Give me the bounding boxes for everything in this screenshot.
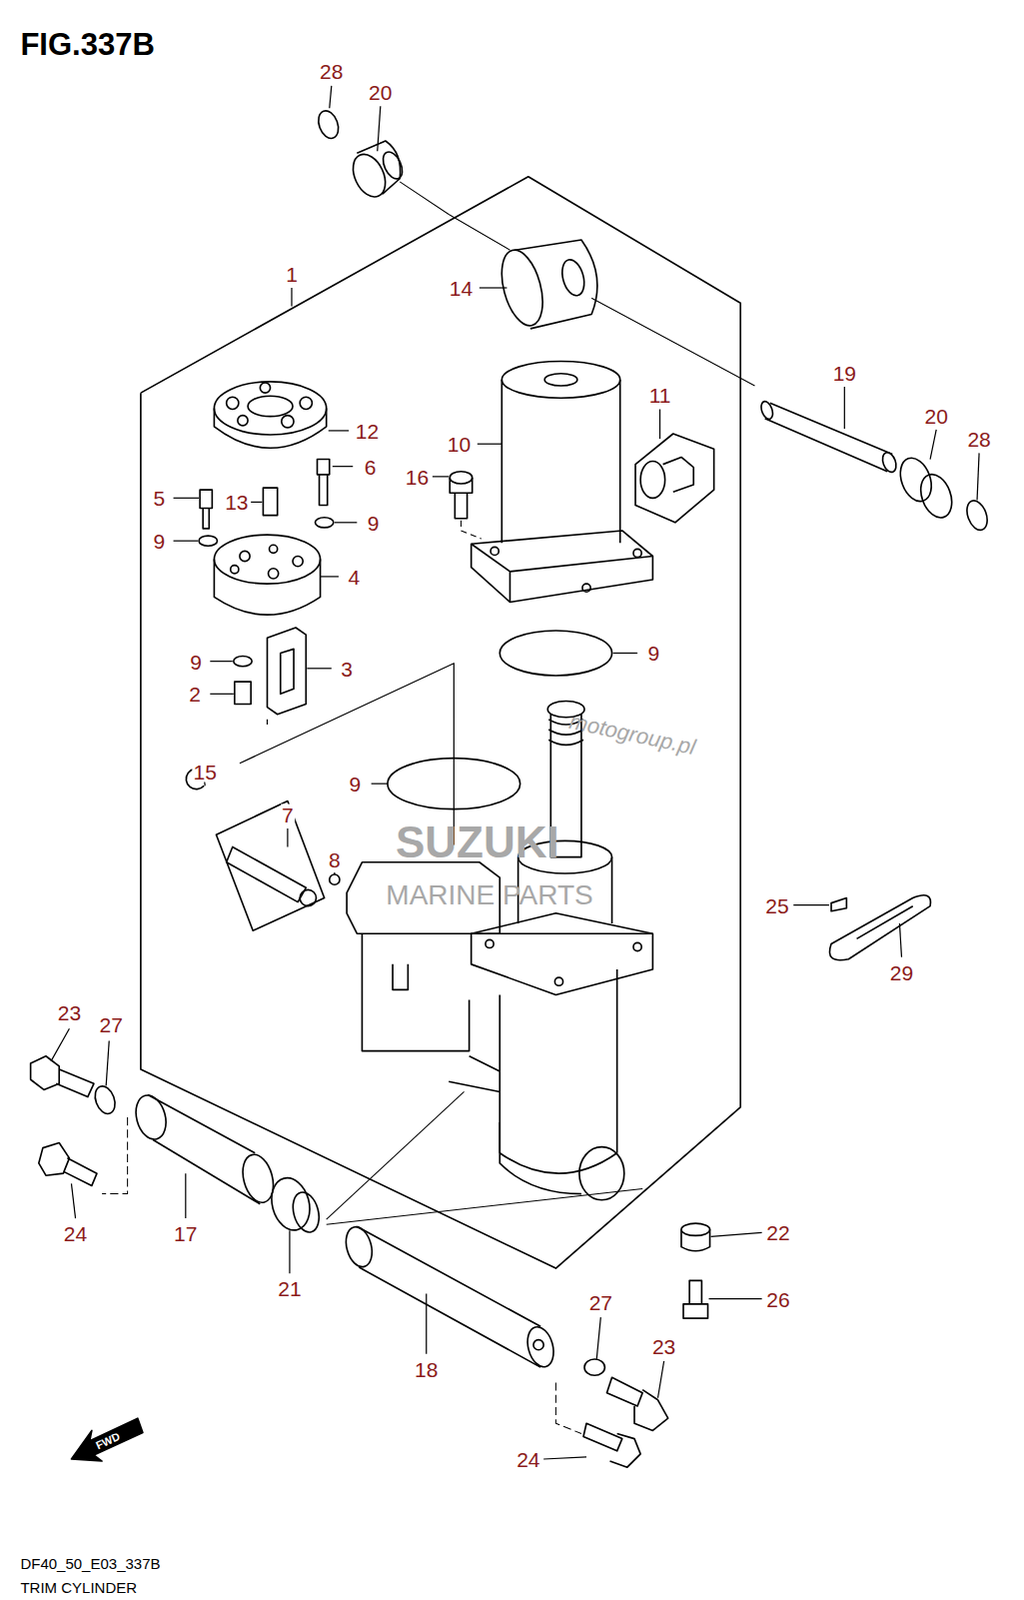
callout-number: 9 <box>188 650 203 672</box>
callout-number: 24 <box>62 1222 88 1244</box>
watermark: SUZUKI <box>395 820 560 865</box>
callout-number: 23 <box>651 1334 677 1356</box>
callout-number: 19 <box>832 361 858 383</box>
washer <box>91 1082 119 1116</box>
callout-number: 16 <box>404 465 430 487</box>
callout-number: 14 <box>448 276 474 298</box>
callout-number: 25 <box>764 894 790 916</box>
bolt <box>583 1422 641 1467</box>
callout-number: 12 <box>354 419 380 441</box>
callout-number: 27 <box>98 1014 124 1035</box>
callout-number: 13 <box>223 491 249 513</box>
o-ring <box>387 758 521 810</box>
valve-assembly <box>266 627 306 715</box>
nut <box>681 1222 711 1251</box>
callout-number: 8 <box>327 848 342 870</box>
direction-arrow <box>70 1417 142 1461</box>
o-ring <box>499 630 612 676</box>
callout-number: 5 <box>151 487 166 509</box>
callout-number: 17 <box>172 1222 198 1244</box>
plug <box>234 681 251 704</box>
valve <box>262 487 277 516</box>
watermark: MARINE PARTS <box>385 881 593 910</box>
o-ring <box>329 874 340 885</box>
bolt <box>317 459 330 506</box>
strap <box>829 895 931 961</box>
callout-number: 21 <box>276 1277 302 1299</box>
reservoir-cap <box>213 381 326 448</box>
leader-lines <box>50 85 980 1459</box>
callout-number: 23 <box>56 1001 82 1023</box>
figure-caption: TRIM CYLINDER <box>19 1579 137 1595</box>
callout-number: 22 <box>765 1221 791 1243</box>
tube <box>130 1091 278 1206</box>
trim-motor <box>471 361 654 603</box>
callout-number: 20 <box>924 404 950 426</box>
callout-number: 7 <box>280 803 295 825</box>
callout-number: 9 <box>366 511 381 533</box>
bolt <box>449 471 482 539</box>
callout-number: 9 <box>151 530 166 552</box>
manual-valve <box>635 433 715 523</box>
callout-number: 26 <box>765 1287 791 1309</box>
callout-number: 27 <box>588 1290 614 1312</box>
drawing-code: DF40_50_E03_337B <box>19 1555 160 1571</box>
trim-cylinder <box>346 700 653 1199</box>
bolt <box>199 489 212 529</box>
callout-number: 18 <box>413 1358 439 1380</box>
assembly-outline <box>140 176 741 1268</box>
bolt <box>30 1055 94 1097</box>
figure-title: FIG.337B <box>19 28 154 60</box>
o-ring <box>233 656 252 667</box>
pin <box>759 399 900 474</box>
bushing <box>895 453 959 522</box>
bushing <box>265 1172 323 1234</box>
o-ring <box>198 535 217 546</box>
callout-number: 1 <box>284 262 299 284</box>
washer <box>584 1358 605 1375</box>
callout-number: 28 <box>318 60 344 82</box>
callout-number: 10 <box>446 433 472 455</box>
bushing-drum <box>494 239 598 330</box>
tube <box>341 1223 558 1370</box>
relief-valve <box>215 801 324 932</box>
callout-number: 29 <box>889 961 915 983</box>
watermark: motogroup.pl <box>567 710 698 759</box>
pump-body <box>213 534 320 615</box>
callout-number: 11 <box>648 384 673 406</box>
o-ring <box>314 517 333 528</box>
bolt <box>38 1142 97 1186</box>
circlip <box>963 497 992 533</box>
callout-number: 28 <box>966 427 992 449</box>
callout-number: 3 <box>339 657 354 679</box>
bolt <box>683 1279 709 1318</box>
bolt <box>606 1376 668 1430</box>
screw <box>831 898 847 912</box>
callout-number: 9 <box>647 642 662 664</box>
callout-number: 4 <box>346 565 361 587</box>
callout-number: 20 <box>367 80 393 102</box>
callout-number: 24 <box>515 1447 541 1469</box>
callout-number: 15 <box>192 760 218 782</box>
bushing <box>346 140 406 202</box>
callout-number: 9 <box>347 773 362 795</box>
callout-number: 2 <box>187 683 202 705</box>
circlip <box>314 107 342 141</box>
callout-number: 6 <box>363 455 378 477</box>
